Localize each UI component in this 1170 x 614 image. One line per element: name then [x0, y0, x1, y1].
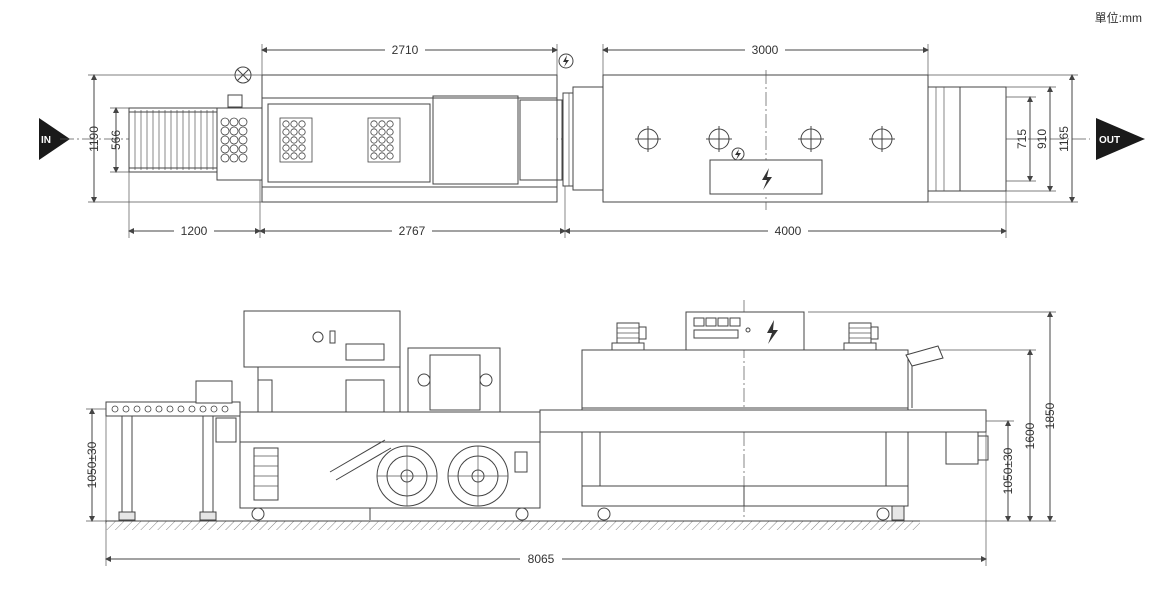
side-view: 8065 1050±30 1050±30 1600 1850 — [85, 300, 1057, 566]
motor — [843, 322, 879, 351]
electric-hazard-icon — [762, 168, 772, 190]
out-arrow-icon: OUT — [1096, 118, 1145, 160]
dim-4000: 4000 — [775, 224, 802, 238]
film-roll — [376, 445, 438, 507]
electric-hazard-icon — [731, 147, 745, 161]
dim-566: 566 — [109, 130, 123, 150]
dim-1050-left: 1050±30 — [85, 441, 99, 488]
dim-3000: 3000 — [752, 43, 779, 57]
dim-1165: 1165 — [1057, 126, 1071, 152]
dim-1050-right: 1050±30 — [1001, 447, 1015, 494]
dim-1200: 1200 — [181, 224, 208, 238]
electric-hazard-icon — [767, 320, 778, 344]
dim-8065: 8065 — [528, 552, 555, 566]
electric-hazard-icon — [558, 53, 574, 69]
top-view: 2710 3000 1200 2767 4000 1190 566 715 — [60, 43, 1090, 238]
dim-1850: 1850 — [1043, 402, 1057, 429]
in-arrow-icon: IN — [39, 118, 70, 160]
dim-910: 910 — [1035, 129, 1049, 149]
bottle-pack — [279, 117, 313, 163]
dim-1600: 1600 — [1023, 422, 1037, 449]
dim-1190: 1190 — [87, 126, 101, 152]
film-roll — [447, 445, 509, 507]
unit-label: 單位:mm — [1095, 10, 1142, 25]
dim-2710: 2710 — [392, 43, 419, 57]
dim-2767: 2767 — [399, 224, 426, 238]
dim-715: 715 — [1015, 129, 1029, 149]
bottle-pack — [367, 117, 401, 163]
in-label: IN — [41, 135, 51, 146]
motor — [611, 322, 647, 351]
out-label: OUT — [1099, 135, 1120, 146]
